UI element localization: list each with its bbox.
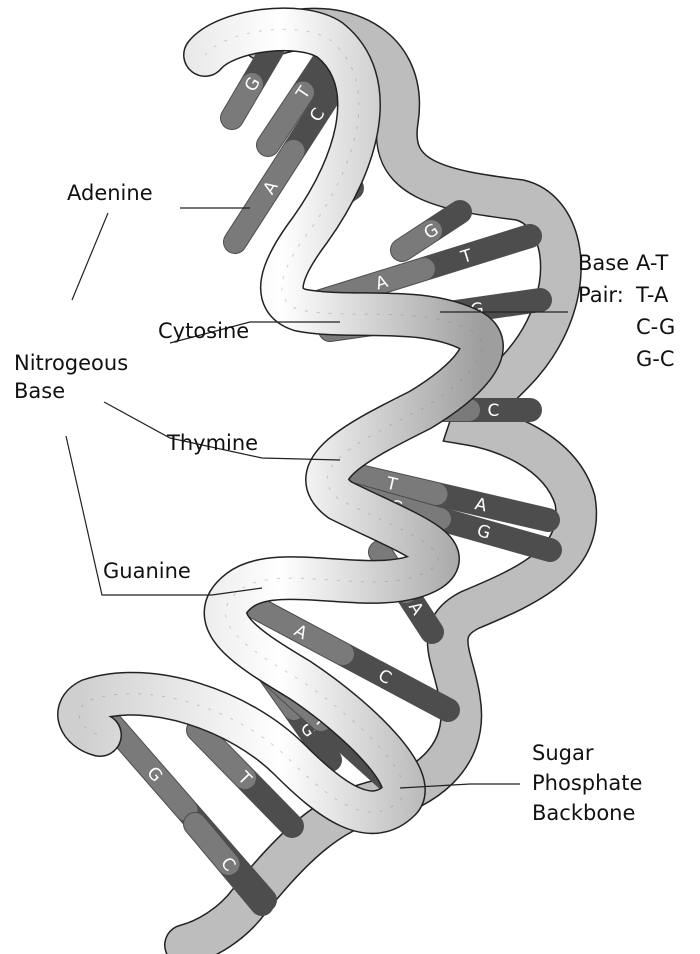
base-pair-ta: T-A bbox=[635, 283, 669, 307]
label-backbone-line1: Sugar bbox=[532, 741, 594, 765]
label-guanine: Guanine bbox=[103, 559, 191, 583]
label-backbone-line3: Backbone bbox=[532, 801, 635, 825]
label-adenine: Adenine bbox=[67, 181, 153, 205]
label-backbone-line2: Phosphate bbox=[532, 771, 642, 795]
base-pair-at: A-T bbox=[636, 251, 669, 275]
label-nitrogeous-line1: Nitrogeous bbox=[14, 351, 128, 375]
base-pair-gc: G-C bbox=[636, 347, 675, 371]
base-pair-cg: C-G bbox=[636, 315, 675, 339]
label-nitrogeous-line2: Base bbox=[14, 379, 65, 403]
base-letter: C bbox=[487, 401, 499, 421]
base-half bbox=[195, 824, 229, 864]
label-base-pair-title-line2: Pair: bbox=[578, 283, 624, 307]
label-base-pair-title-line1: Base bbox=[578, 251, 629, 275]
label-cytosine: Cytosine bbox=[158, 319, 249, 343]
label-thymine: Thymine bbox=[166, 431, 258, 455]
